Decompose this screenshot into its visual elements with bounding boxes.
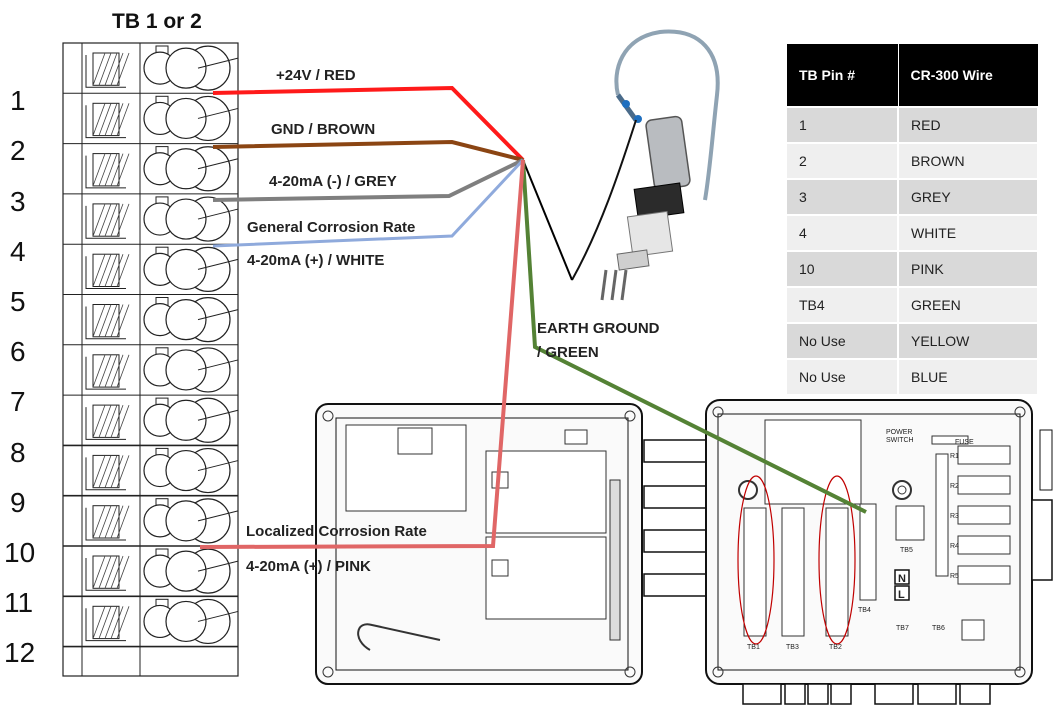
pin-number: 2	[10, 135, 26, 166]
table-row: No Use YELLOW	[787, 322, 1039, 359]
tb7-label: TB7	[896, 625, 909, 632]
pin-cell: No Use	[787, 322, 899, 359]
pin-number: 7	[10, 386, 26, 417]
enclosure-left-panel	[315, 403, 643, 685]
terminal-row	[63, 397, 239, 447]
wire-cell: YELLOW	[898, 322, 1039, 359]
power-label: POWER	[886, 429, 912, 436]
grey-wire-label: 4-20mA (-) / GREY	[269, 173, 397, 190]
terminal-row	[63, 146, 239, 195]
pin-cell: 10	[787, 250, 899, 287]
r3-label: R3	[950, 513, 959, 520]
header-tb-pin: TB Pin #	[787, 44, 899, 107]
terminal-row	[63, 45, 239, 94]
table-row: TB4 GREEN	[787, 286, 1039, 323]
pin-cell: 2	[787, 142, 899, 179]
table-row: 2 BROWN	[787, 142, 1039, 179]
white-wire	[212, 158, 525, 248]
wires	[199, 85, 867, 549]
pin-number: 11	[4, 587, 33, 618]
wire-cell: RED	[898, 106, 1039, 143]
enclosure-hinges	[643, 439, 707, 597]
brown-wire-label: GND / BROWN	[271, 121, 375, 138]
pin-number: 5	[10, 286, 26, 317]
r2-label: R2	[950, 483, 959, 490]
wire-cell: GREEN	[898, 286, 1039, 323]
wire-cell: GREY	[898, 178, 1039, 215]
wire-labels: +24V / RED GND / BROWN 4-20mA (-) / GREY…	[246, 67, 660, 575]
red-wire-label: +24V / RED	[276, 67, 356, 84]
terminal-row	[63, 347, 239, 396]
green-wire-label: / GREEN	[537, 344, 599, 361]
tb5-label: TB5	[900, 547, 913, 554]
terminal-block	[62, 42, 239, 677]
r1-label: R1	[950, 453, 959, 460]
general-corrosion-label: General Corrosion Rate	[247, 219, 415, 236]
enclosure-right-panel	[705, 399, 1053, 685]
tb6-label: TB6	[932, 625, 945, 632]
pin-cell: 4	[787, 214, 899, 251]
cable-glands	[742, 683, 991, 705]
localized-corrosion-label: Localized Corrosion Rate	[246, 523, 427, 540]
white-wire-label: 4-20mA (+) / WHITE	[247, 252, 384, 269]
r4-label: R4	[950, 543, 959, 550]
table-row: 10 PINK	[787, 250, 1039, 287]
pin-number: 4	[10, 236, 26, 267]
pink-wire-label: 4-20mA (+) / PINK	[246, 558, 371, 575]
table-row: 4 WHITE	[787, 214, 1039, 251]
green-wire	[521, 159, 867, 514]
fuse-label: FUSE	[955, 439, 974, 446]
brown-wire	[212, 139, 524, 162]
tb4-label: TB4	[858, 607, 871, 614]
pin-number: 9	[10, 487, 26, 518]
terminal-row	[63, 498, 239, 547]
pin-number: 1	[10, 85, 26, 116]
pin-number-column: 1 2 3 4 5 6 7 8 9 10 11 12	[4, 85, 35, 668]
terminal-row	[63, 95, 239, 145]
table-header-row: TB Pin # CR-300 Wire	[787, 44, 1039, 107]
terminal-row	[63, 196, 239, 245]
terminal-row	[63, 246, 239, 295]
pin-number: 12	[4, 637, 35, 668]
pin-cell: TB4	[787, 286, 899, 323]
pin-number: 10	[4, 537, 35, 568]
black-wire	[522, 159, 573, 281]
r5-label: R5	[950, 573, 959, 580]
pin-number: 6	[10, 336, 26, 367]
red-wire	[212, 85, 525, 162]
board-labels: TB1 TB3 TB2 TB4 TB5 TB6 TB7 POWER SWITCH…	[747, 429, 974, 651]
wire-cell: BROWN	[898, 142, 1039, 179]
table-row: No Use BLUE	[787, 358, 1039, 394]
tb2-label: TB2	[829, 644, 842, 651]
terminal-block-title: TB 1 or 2	[112, 10, 202, 33]
tb1-label: TB1	[747, 644, 760, 651]
earth-ground-label: EARTH GROUND	[537, 320, 660, 337]
terminal-row	[63, 548, 239, 598]
terminal-row	[63, 297, 239, 346]
wire-cell: WHITE	[898, 214, 1039, 251]
pin-cell: 1	[787, 106, 899, 143]
grey-wire	[212, 158, 524, 202]
wire-cell: PINK	[898, 250, 1039, 287]
pin-cell: No Use	[787, 358, 899, 394]
switch-label: SWITCH	[886, 437, 914, 444]
table-row: 3 GREY	[787, 178, 1039, 215]
tb3-label: TB3	[786, 644, 799, 651]
terminal-row	[63, 598, 239, 648]
pink-wire	[199, 159, 525, 549]
table-row: 1 RED	[787, 106, 1039, 143]
terminal-row	[63, 447, 239, 497]
pin-number: 3	[10, 186, 26, 217]
probe-illustration	[571, 29, 720, 301]
pin-cell: 3	[787, 178, 899, 215]
wire-cell: BLUE	[898, 358, 1039, 394]
l-label: L	[898, 589, 905, 601]
header-cr300-wire: CR-300 Wire	[898, 44, 1039, 107]
pin-mapping-table: TB Pin # CR-300 Wire 1 RED 2 BROWN 3 GRE…	[787, 44, 1039, 394]
pin-number: 8	[10, 437, 26, 468]
n-label: N	[898, 573, 906, 585]
